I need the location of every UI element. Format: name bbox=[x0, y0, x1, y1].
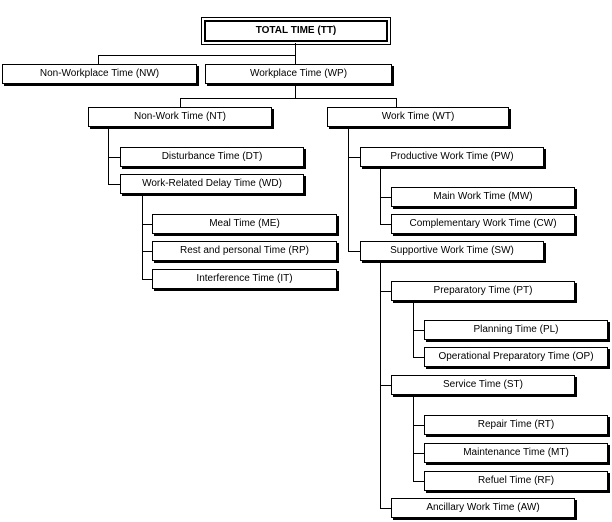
connector bbox=[413, 453, 424, 454]
node-supportive-work-time: Supportive Work Time (SW) bbox=[360, 241, 544, 261]
connector bbox=[380, 168, 381, 225]
connector bbox=[295, 85, 296, 98]
node-non-work-time: Non-Work Time (NT) bbox=[88, 107, 272, 127]
node-work-time: Work Time (WT) bbox=[327, 107, 509, 127]
connector bbox=[108, 128, 109, 184]
connector bbox=[348, 128, 349, 251]
node-meal-time: Meal Time (ME) bbox=[152, 214, 337, 234]
node-repair-time: Repair Time (RT) bbox=[424, 415, 608, 435]
connector bbox=[108, 157, 120, 158]
connector bbox=[142, 279, 152, 280]
connector bbox=[295, 55, 296, 64]
connector bbox=[108, 184, 120, 185]
connector bbox=[295, 43, 296, 55]
node-interference-time: Interference Time (IT) bbox=[152, 269, 337, 289]
connector bbox=[380, 224, 391, 225]
node-operational-preparatory-time: Operational Preparatory Time (OP) bbox=[424, 347, 608, 367]
connector bbox=[413, 481, 424, 482]
node-non-workplace-time: Non-Workplace Time (NW) bbox=[2, 64, 197, 84]
connector bbox=[396, 98, 397, 107]
connector bbox=[180, 98, 397, 99]
node-ancillary-work-time: Ancillary Work Time (AW) bbox=[391, 498, 575, 518]
node-disturbance-time: Disturbance Time (DT) bbox=[120, 147, 304, 167]
connector bbox=[413, 396, 414, 481]
node-planning-time: Planning Time (PL) bbox=[424, 320, 608, 340]
connector bbox=[413, 330, 424, 331]
connector bbox=[98, 55, 296, 56]
connector bbox=[380, 385, 391, 386]
connector bbox=[142, 251, 152, 252]
connector bbox=[413, 357, 424, 358]
node-workplace-time: Workplace Time (WP) bbox=[205, 64, 392, 84]
connector bbox=[380, 291, 391, 292]
node-rest-personal-time: Rest and personal Time (RP) bbox=[152, 241, 337, 261]
connector bbox=[348, 251, 360, 252]
connector bbox=[413, 425, 424, 426]
node-complementary-work-time: Complementary Work Time (CW) bbox=[391, 214, 575, 234]
connector bbox=[380, 197, 391, 198]
node-total-time: TOTAL TIME (TT) bbox=[201, 17, 391, 45]
connector bbox=[180, 98, 181, 107]
node-work-related-delay-time: Work-Related Delay Time (WD) bbox=[120, 174, 304, 194]
node-main-work-time: Main Work Time (MW) bbox=[391, 187, 575, 207]
node-service-time: Service Time (ST) bbox=[391, 375, 575, 395]
node-maintenance-time: Maintenance Time (MT) bbox=[424, 443, 608, 463]
node-refuel-time: Refuel Time (RF) bbox=[424, 471, 608, 491]
connector bbox=[142, 196, 143, 279]
connector bbox=[348, 157, 360, 158]
connector bbox=[142, 224, 152, 225]
node-preparatory-time: Preparatory Time (PT) bbox=[391, 281, 575, 301]
connector bbox=[380, 508, 391, 509]
node-productive-work-time: Productive Work Time (PW) bbox=[360, 147, 544, 167]
connector bbox=[98, 55, 99, 64]
